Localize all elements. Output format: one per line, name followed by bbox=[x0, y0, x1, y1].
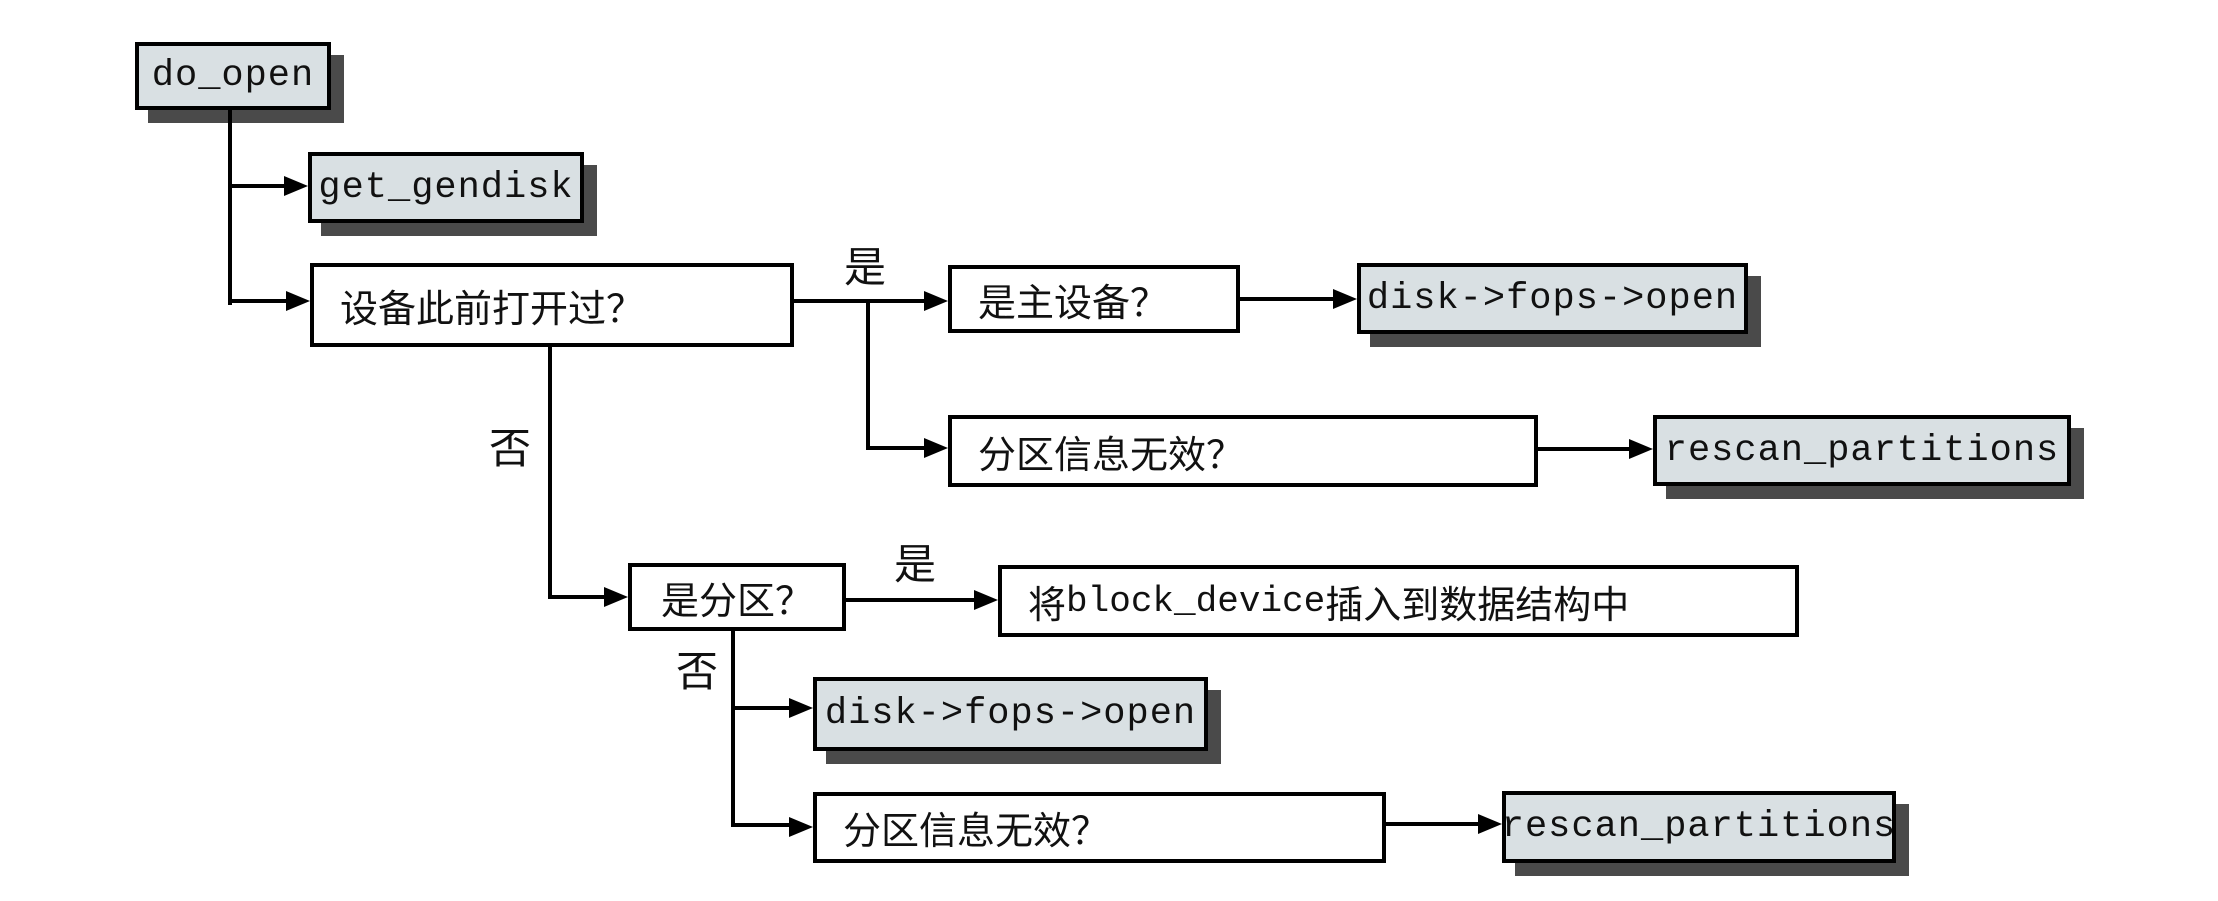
arrowhead-is-master-icon bbox=[924, 291, 948, 311]
arrowhead-opened-before-icon bbox=[286, 291, 310, 311]
node-rescan-partitions-top: rescan_partitions bbox=[1653, 415, 2071, 486]
insert-block-device-code: block_device bbox=[1066, 580, 1326, 622]
arrowhead-insert-bdev-icon bbox=[974, 590, 998, 610]
node-question-partition-invalid-bottom: 分区信息无效？ bbox=[813, 792, 1386, 863]
insert-block-device-suffix: 插入到数据结构中 bbox=[1325, 584, 1630, 627]
arrowhead-is-partition-icon bbox=[604, 587, 628, 607]
arrowhead-rescan-bottom-icon bbox=[1478, 814, 1502, 834]
edge-to-get-gendisk-line bbox=[230, 184, 286, 188]
node-question-is-master-device: 是主设备？ bbox=[948, 265, 1240, 333]
node-disk-fops-open-bottom: disk->fops->open bbox=[813, 677, 1208, 751]
node-question-partition-invalid-top: 分区信息无效？ bbox=[948, 415, 1538, 487]
node-get-gendisk: get_gendisk bbox=[308, 152, 584, 223]
node-question-is-partition: 是分区？ bbox=[628, 563, 846, 631]
node-question-opened-before: 设备此前打开过？ bbox=[310, 263, 794, 347]
edge-yes-to-is-master-line bbox=[793, 299, 926, 303]
edge-no-branch-down-line bbox=[548, 347, 552, 599]
edge-to-disk-fops-open-top-line bbox=[1240, 297, 1335, 301]
arrowhead-partition-invalid-bottom-icon bbox=[789, 817, 813, 837]
arrowhead-disk-fops-open-top-icon bbox=[1333, 289, 1357, 309]
edge-label-no-top: 否 bbox=[489, 427, 532, 473]
edge-to-rescan-bottom-line bbox=[1386, 822, 1480, 826]
node-rescan-partitions-bottom: rescan_partitions bbox=[1502, 791, 1896, 863]
edge-to-disk-fops-open-bottom-line bbox=[731, 706, 791, 710]
edge-no-branch-down-bottom-line bbox=[731, 631, 735, 827]
node-disk-fops-open-top: disk->fops->open bbox=[1357, 263, 1748, 334]
edge-label-yes-bottom: 是 bbox=[894, 543, 937, 589]
edge-to-partition-invalid-top-line bbox=[866, 446, 926, 450]
edge-do-open-trunk-line bbox=[228, 110, 232, 305]
insert-block-device-prefix: 将 bbox=[1028, 584, 1067, 627]
edge-to-rescan-top-line bbox=[1537, 447, 1631, 451]
arrowhead-disk-fops-open-bottom-icon bbox=[789, 698, 813, 718]
arrowhead-get-gendisk-icon bbox=[284, 176, 308, 196]
arrowhead-rescan-top-icon bbox=[1629, 439, 1653, 459]
edge-to-partition-invalid-bottom-line bbox=[731, 823, 791, 827]
edge-yes-to-insert-bdev-line bbox=[845, 598, 976, 602]
arrowhead-partition-invalid-top-icon bbox=[924, 438, 948, 458]
node-do-open: do_open bbox=[135, 42, 331, 110]
edge-label-yes-top: 是 bbox=[844, 246, 887, 292]
edge-label-no-bottom: 否 bbox=[676, 650, 719, 696]
edge-to-is-partition-line bbox=[548, 595, 606, 599]
edge-yes-branch-down-line bbox=[866, 299, 870, 450]
edge-to-opened-before-line bbox=[228, 299, 288, 303]
